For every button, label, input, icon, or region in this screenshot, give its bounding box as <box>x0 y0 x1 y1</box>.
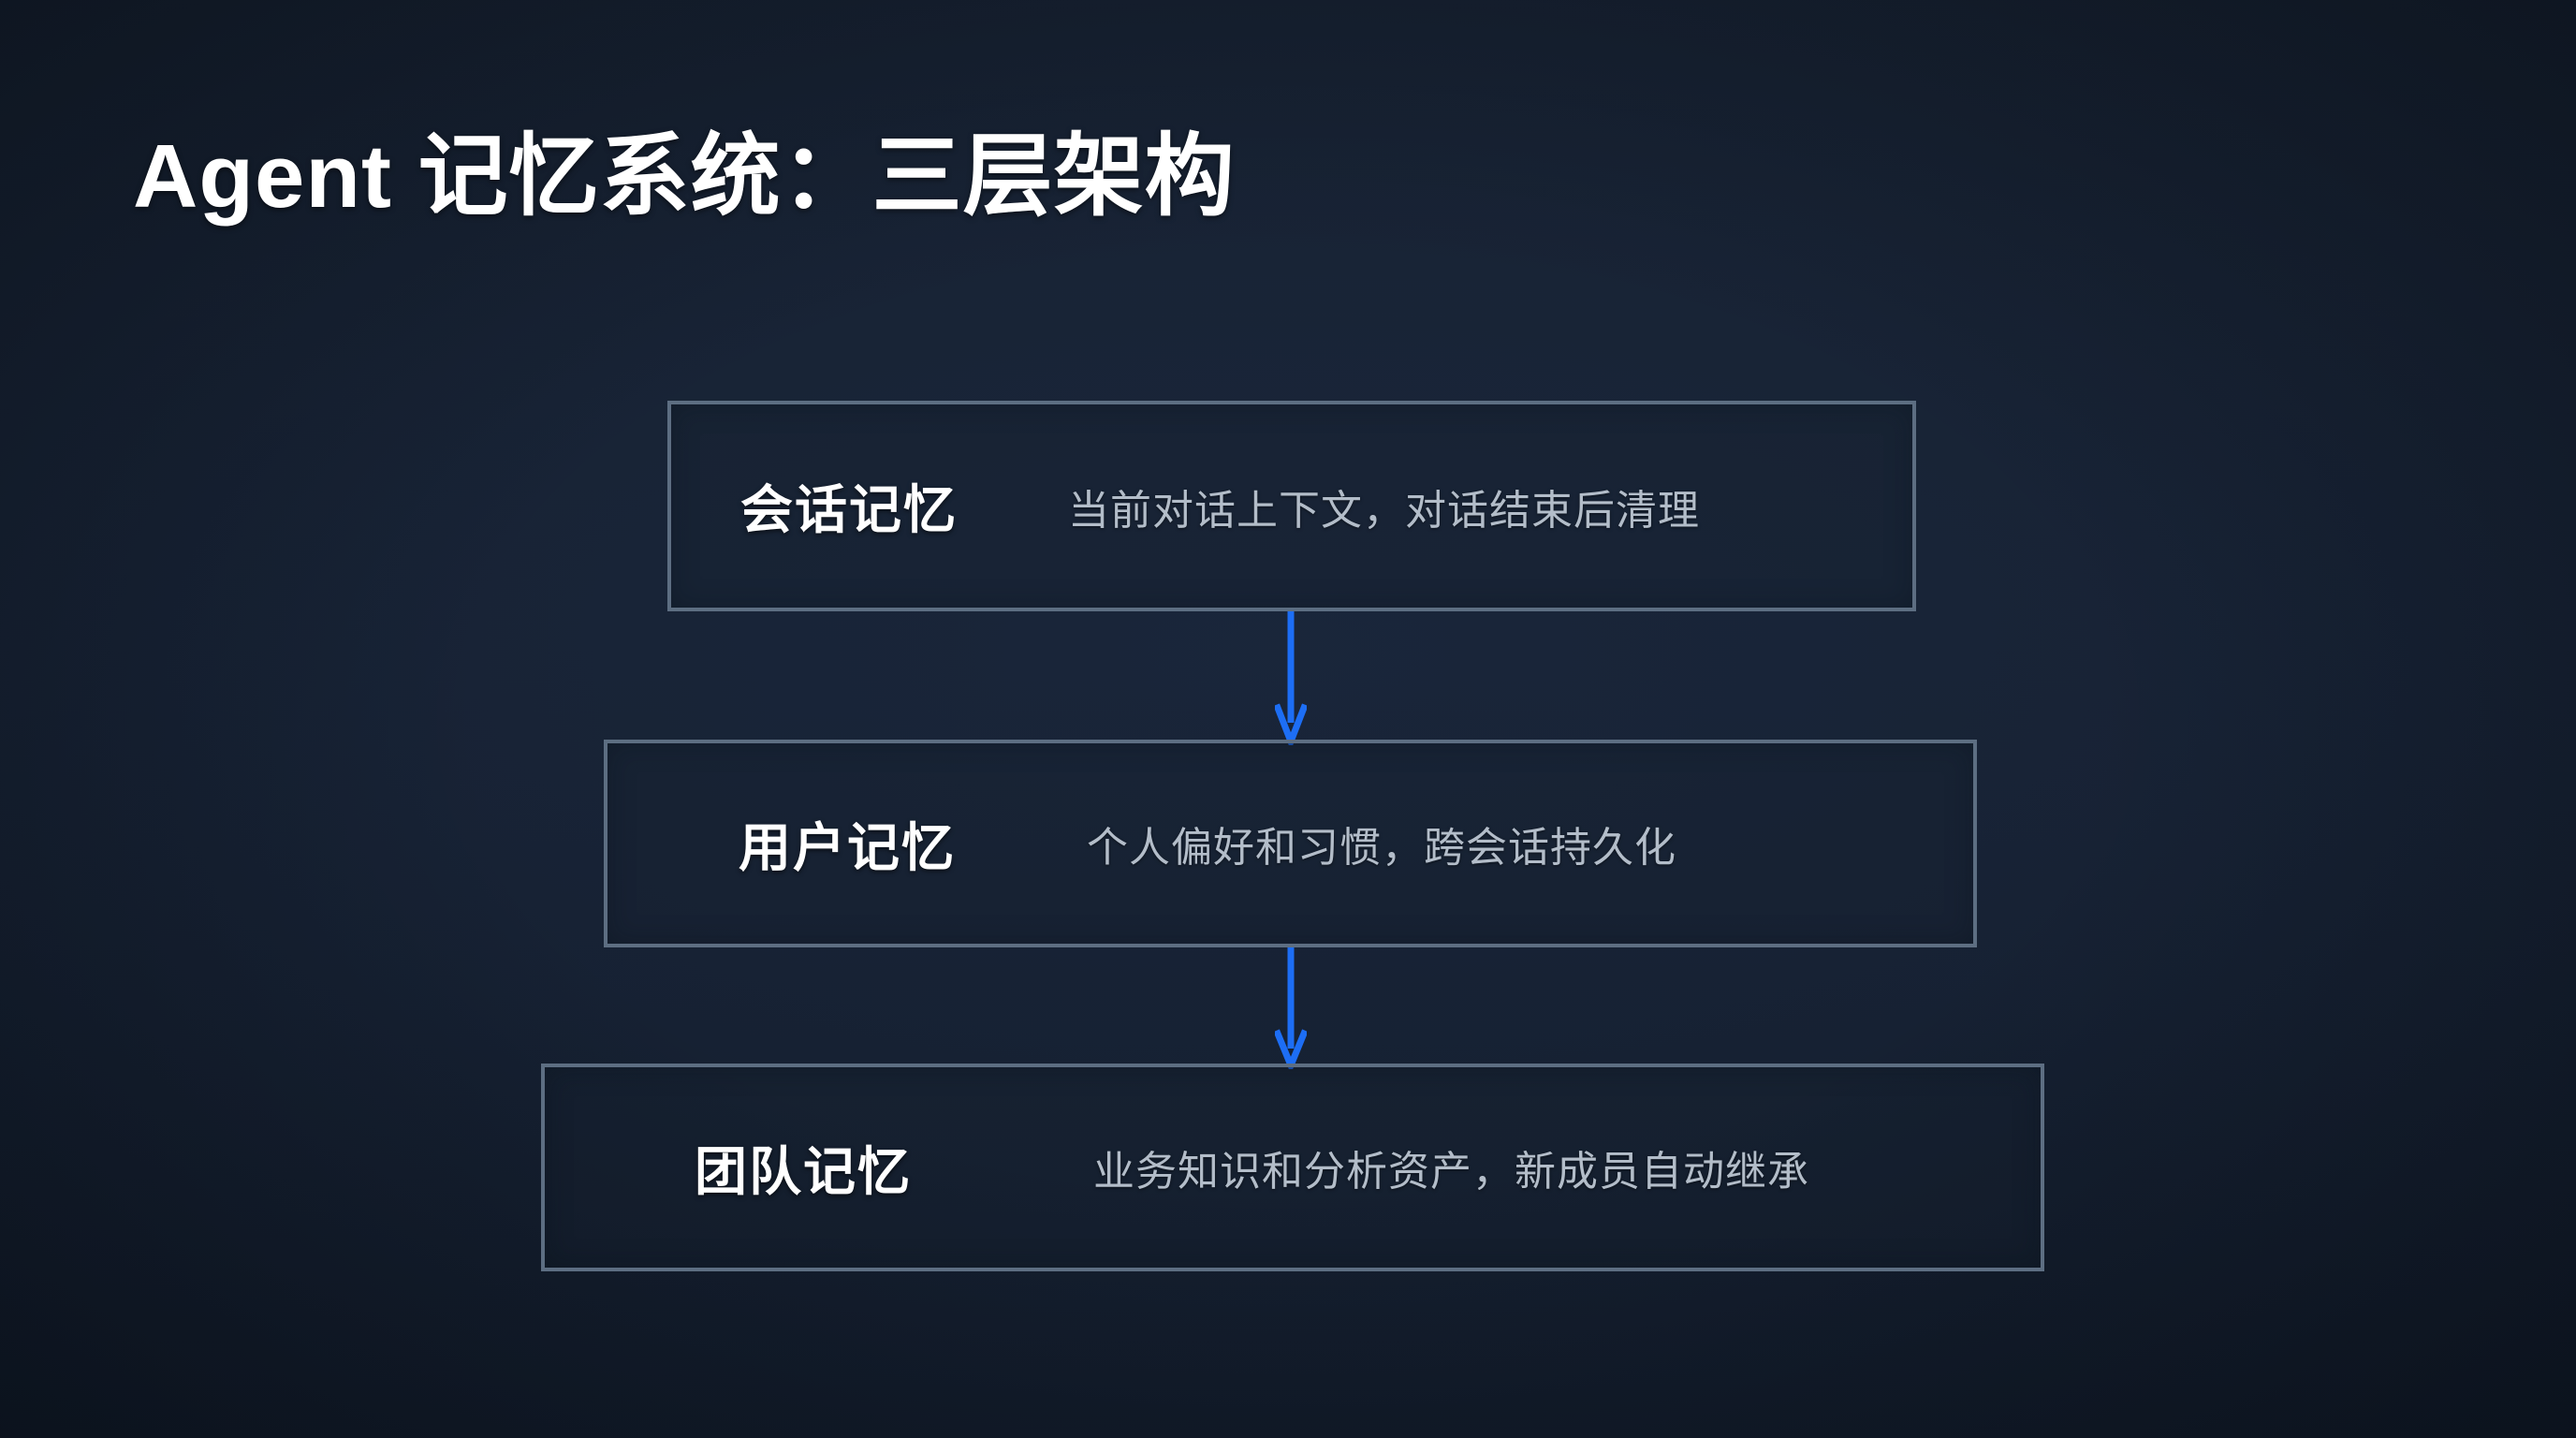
arrow-down-icon-session-to-user <box>1275 609 1307 745</box>
memory-layer-description: 业务知识和分析资产，新成员自动继承 <box>1093 1149 1809 1195</box>
memory-layer-description: 当前对话上下文，对话结束后清理 <box>1068 487 1700 534</box>
memory-layer-user[interactable]: 用户记忆 个人偏好和习惯，跨会话持久化 <box>604 740 1977 947</box>
page-title: Agent 记忆系统：三层架构 <box>133 126 1236 227</box>
memory-layer-session[interactable]: 会话记忆 当前对话上下文，对话结束后清理 <box>667 401 1916 611</box>
memory-layer-team[interactable]: 团队记忆 业务知识和分析资产，新成员自动继承 <box>541 1064 2044 1271</box>
memory-layer-label: 会话记忆 <box>740 480 958 539</box>
memory-layer-description: 个人偏好和习惯，跨会话持久化 <box>1087 825 1676 871</box>
memory-layer-label: 团队记忆 <box>695 1141 912 1201</box>
arrow-down-icon-user-to-team <box>1275 944 1307 1069</box>
memory-layer-label: 用户记忆 <box>739 817 956 877</box>
